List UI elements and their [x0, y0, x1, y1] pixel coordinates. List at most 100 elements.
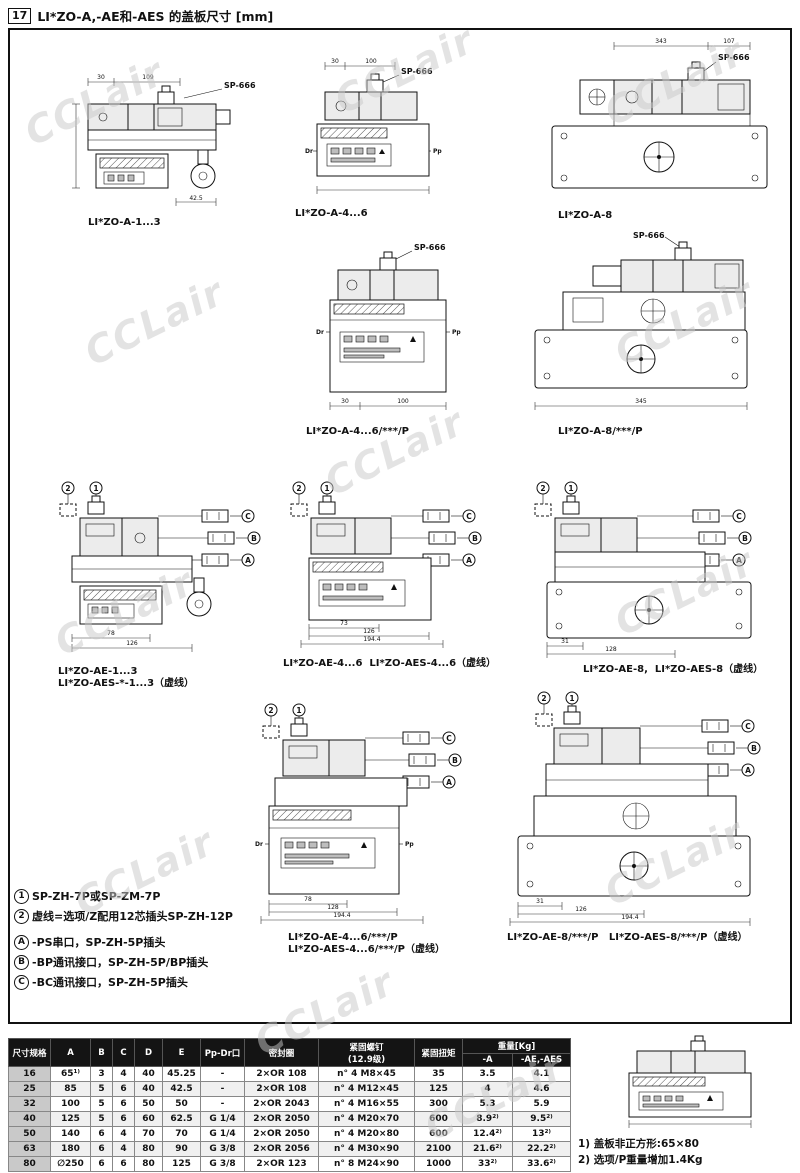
dimension-bottom: 345 [534, 398, 748, 410]
drawing-a46: 30 100 SP-666 [283, 56, 463, 220]
connector-plug [379, 251, 397, 271]
optional-plug-dashed [262, 725, 280, 739]
spec-cell: 140 [50, 1126, 91, 1142]
electronics-box [554, 517, 638, 553]
dim-label: 30 [331, 58, 339, 65]
drawing-a13: 30 109 SP-666 [58, 70, 278, 229]
col-header-weight-ae: -AE,-AES [511, 1053, 572, 1067]
base-plate [534, 329, 748, 389]
dim-label: 42.5 [189, 195, 203, 202]
drawing-caption: LI*ZO-A-8/***/P [558, 426, 643, 437]
svg-text:2: 2 [268, 706, 273, 715]
cover-plate [329, 299, 447, 393]
optional-plug-dashed [535, 713, 553, 727]
spec-cell: 40 [134, 1081, 163, 1097]
drawing-ae13: 2 1 [52, 476, 277, 690]
svg-text:1: 1 [568, 484, 573, 493]
marker-C: C [446, 734, 452, 743]
circled-b-marker: B [14, 954, 29, 970]
dim-label: 126 [126, 640, 138, 647]
dim-label: 100 [365, 58, 377, 65]
spec-cell: n° 4 M20×80 [318, 1126, 415, 1142]
optional-plug-dashed [59, 503, 77, 517]
spec-cell: 6 [112, 1111, 135, 1127]
dim-label: 31 [536, 898, 544, 905]
drawing-a46p: SP-666 [298, 236, 478, 438]
dimension-bottom [316, 186, 430, 194]
dim-label: 30 [341, 398, 349, 405]
drawing-caption: LI*ZO-AE-8, LI*ZO-AES-8（虚线） [583, 664, 764, 675]
spec-cell: G 1/4 [200, 1111, 245, 1127]
drawing-caption: LI*ZO-AE-8/***/P LI*ZO-AES-8/***/P（虚线） [507, 932, 748, 943]
spec-cell: 4 [112, 1141, 135, 1157]
spec-cell: 80 [134, 1156, 163, 1172]
dim-label: 73 [340, 620, 348, 627]
drawing-ae8p-svg: 2 1 [509, 691, 761, 926]
circled-c-marker: C [14, 974, 29, 990]
electronics-box [310, 517, 392, 555]
dimension-top: 30 100 [324, 58, 396, 70]
dr-label: Dr [255, 841, 263, 848]
spec-cell: 40 [134, 1066, 163, 1082]
spec-cell: 1000 [414, 1156, 463, 1172]
col-header-c: C [112, 1038, 135, 1067]
valve-end [579, 79, 615, 115]
cover-plate [316, 123, 430, 177]
spec-cell: 42.5 [162, 1081, 201, 1097]
upper-assembly [545, 763, 709, 797]
spec-cell: 33.6²⁾ [511, 1156, 572, 1172]
pp-label: Pp [433, 148, 442, 155]
svg-text:1: 1 [93, 484, 98, 493]
col-header-d: D [134, 1038, 163, 1067]
connector-plug [562, 495, 580, 515]
spec-cell: 60 [134, 1111, 163, 1127]
spec-cell: 5 [90, 1081, 113, 1097]
size-cell: 63 [8, 1141, 51, 1157]
spec-cell: 5.9 [511, 1096, 572, 1112]
spec-cell: n° 4 M16×55 [318, 1096, 415, 1112]
drawing-caption: LI*ZO-A-4...6 [295, 208, 368, 219]
marker-C: C [466, 512, 472, 521]
leader-line [393, 250, 413, 261]
pp-label: Pp [405, 841, 414, 848]
drawing-caption: LI*ZO-A-1...3 [88, 217, 161, 228]
drawings-frame [8, 28, 792, 1024]
drawing-table-side [575, 1028, 790, 1132]
sp666-label: SP-666 [633, 231, 665, 240]
marker-A: A [466, 556, 472, 565]
spec-cell: 4 [112, 1066, 135, 1082]
spec-cell: n° 4 M20×70 [318, 1111, 415, 1127]
spec-cell: 2×OR 2043 [244, 1096, 319, 1112]
base-plate [546, 581, 752, 639]
dim-label: 100 [397, 398, 409, 405]
marker-A: A [446, 778, 452, 787]
solenoid-assembly [592, 259, 744, 293]
spec-cell: 5.3 [462, 1096, 513, 1112]
drawing-ae46p-svg: 2 1 [255, 703, 462, 924]
spec-cell: 6 [90, 1156, 113, 1172]
spec-cell: 2×OR 108 [244, 1081, 319, 1097]
dim-label: 126 [363, 628, 375, 635]
spec-cell: 6 [112, 1081, 135, 1097]
size-cell: 32 [8, 1096, 51, 1112]
connector-stack: C B A [158, 509, 261, 567]
sp666-label: SP-666 [414, 243, 446, 252]
connector-plug [87, 495, 105, 515]
note-1: 1 SP-ZH-7P或SP-ZM-7P [14, 888, 233, 904]
dim-label: 343 [655, 38, 667, 45]
solenoid-assembly [324, 91, 418, 121]
size-cell: 40 [8, 1111, 51, 1127]
valve-body [274, 777, 408, 807]
spec-cell: 600 [414, 1126, 463, 1142]
spec-cell: - [200, 1081, 245, 1097]
drawing-caption: LI*ZO-AES-4...6/***/P（虚线） [288, 944, 445, 955]
optional-plug-dashed [534, 503, 552, 517]
pp-label: Pp [452, 329, 461, 336]
col-header-seal: 密封圈 [244, 1038, 319, 1067]
marker-C: C [745, 722, 751, 731]
dimension-left [72, 103, 80, 189]
spec-cell: G 3/8 [200, 1156, 245, 1172]
